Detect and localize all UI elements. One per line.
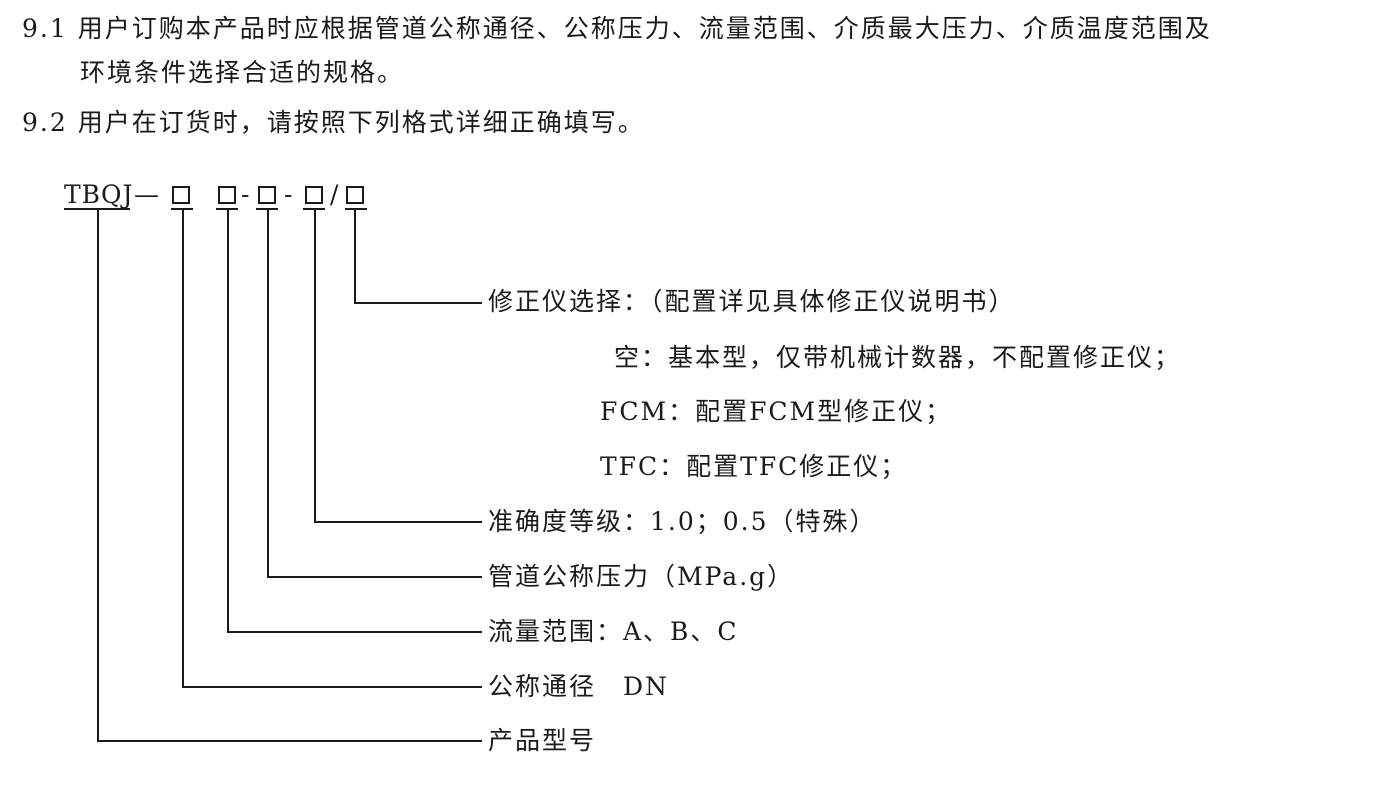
label-pressure: 管道公称压力（MPa.g） [488,562,795,591]
model-dash-long: — [134,180,160,209]
underline-box-accuracy [303,208,325,210]
label-model: 产品型号 [488,726,597,755]
label-corrector-option-basic: 空：基本型，仅带机械计数器，不配置修正仪； [614,343,1182,372]
underline-box-corrector [345,208,367,210]
connector-accuracy-horizontal [314,521,482,523]
connector-corrector-vertical [354,210,356,303]
underline-box-pressure [256,208,278,210]
box-pressure [258,180,276,210]
model-prefix: TBQJ [64,180,134,209]
model-dash-2: - [284,180,294,209]
connector-diameter-horizontal [182,686,482,688]
connector-accuracy-vertical [314,210,316,522]
box-flow [218,180,236,210]
paragraph-9-2: 9.2 用户在订货时，请按照下列格式详细正确填写。 [22,108,645,137]
connector-pressure-horizontal [267,576,482,578]
underline-box-diameter [171,208,193,210]
label-diameter: 公称通径 DN [488,672,669,701]
underline-prefix [64,208,130,210]
connector-pressure-vertical [267,210,269,577]
box-diameter [172,180,190,210]
model-dash-1: - [241,180,251,209]
connector-model-horizontal [97,740,482,742]
label-accuracy: 准确度等级：1.0；0.5（特殊） [488,507,877,536]
box-corrector [346,180,364,210]
connector-flow-horizontal [227,631,482,633]
connector-corrector-horizontal [354,302,482,304]
connector-diameter-vertical [182,210,184,687]
box-accuracy [305,180,323,210]
connector-flow-vertical [227,210,229,632]
label-flow: 流量范围：A、B、C [488,617,739,646]
paragraph-9-1-line-1: 9.1 用户订购本产品时应根据管道公称通径、公称压力、流量范围、介质最大压力、介… [22,14,1212,43]
paragraph-9-1-line-2: 环境条件选择合适的规格。 [80,58,405,87]
connector-model-vertical [97,210,99,741]
label-corrector-option-fcm: FCM：配置FCM型修正仪； [600,397,953,426]
model-slash: / [330,180,340,209]
label-corrector: 修正仪选择：（配置详见具体修正仪说明书） [488,287,1016,316]
underline-box-flow [216,208,238,210]
label-corrector-option-tfc: TFC：配置TFC修正仪； [600,452,908,481]
